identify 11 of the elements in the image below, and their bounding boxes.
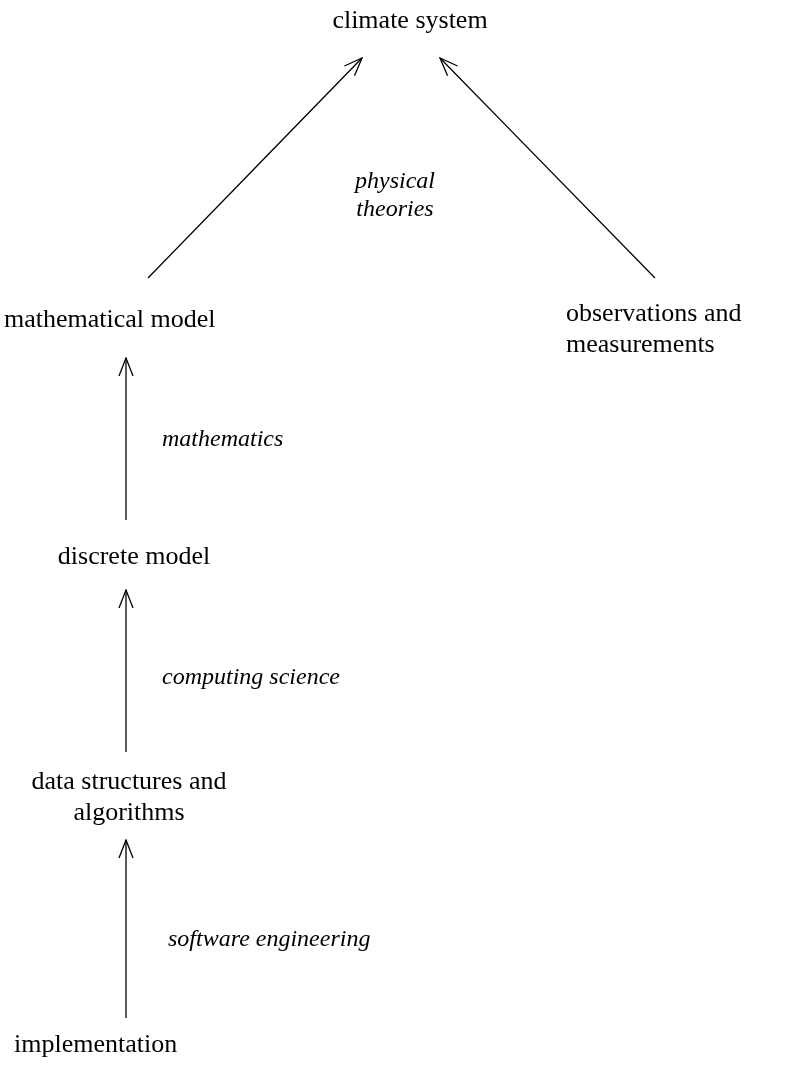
arrow <box>118 839 134 1019</box>
node-label: data structures and algorithms <box>30 765 228 827</box>
node-label: mathematical model <box>4 302 216 334</box>
arrow <box>439 57 656 279</box>
node-label: climate system <box>332 4 488 35</box>
node-label: observations and measurements <box>566 297 743 359</box>
arrow <box>118 357 134 521</box>
arrow <box>118 589 134 753</box>
node-label: discrete model <box>57 539 211 571</box>
arrow <box>147 57 363 279</box>
node-label: implementation <box>14 1027 178 1059</box>
